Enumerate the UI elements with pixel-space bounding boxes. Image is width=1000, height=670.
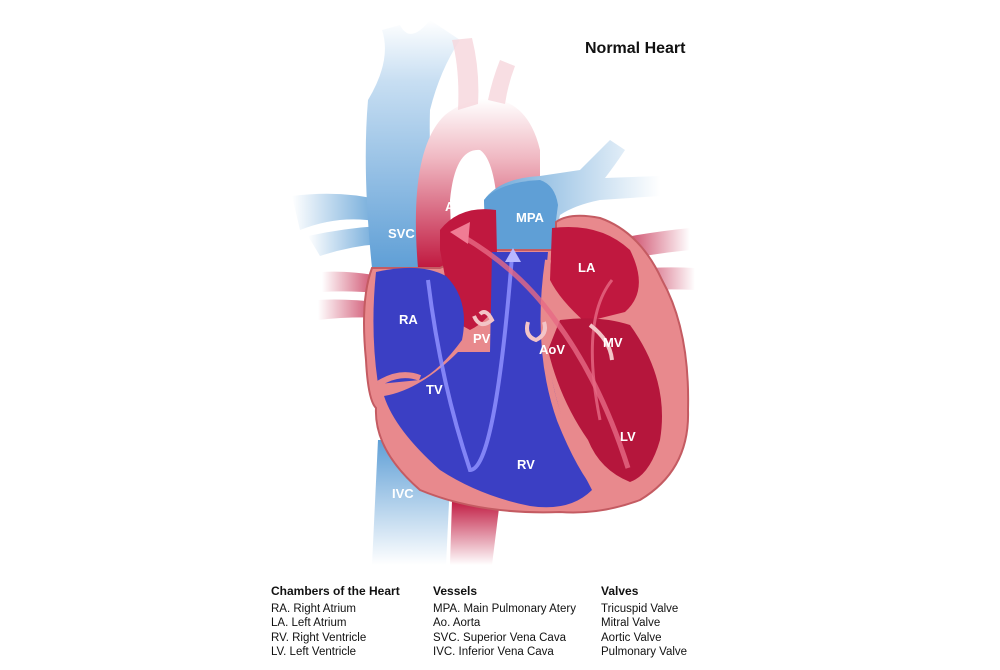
rv-to-pa-flow-arrow [426, 255, 514, 473]
rv-arrow-head [505, 248, 521, 262]
la-flow-curve [590, 279, 614, 421]
pulmonary-artery-trunk [484, 180, 558, 250]
legend-item: RA. Right Atrium [271, 603, 356, 616]
label-tv: TV [426, 382, 443, 397]
label-svc: SVC [388, 226, 415, 241]
label-pv: PV [473, 331, 491, 346]
legend-item: Ao. Aorta [433, 617, 481, 630]
legend-item: Pulmonary Valve [601, 645, 688, 658]
tricuspid-valve-shape [376, 372, 422, 387]
label-ivc: IVC [392, 486, 414, 501]
lv-to-ao-flow-arrow [460, 233, 631, 469]
label-mpa: MPA [516, 210, 545, 225]
label-la: LA [578, 260, 596, 275]
legend-item: Tricuspid Valve [601, 603, 679, 616]
pulmonary-valve-shape [472, 310, 495, 327]
label-mv: MV [603, 335, 623, 350]
left-ventricle-chamber [548, 318, 662, 482]
aortic-branches [452, 38, 515, 110]
legend-vessels: Vessels MPA. Main Pulmonary Atery Ao. Ao… [433, 584, 576, 659]
legend-vessels-heading: Vessels [433, 584, 478, 598]
left-atrium-chamber [550, 226, 639, 322]
legend-item: IVC. Inferior Vena Cava [433, 645, 554, 658]
legend-valves: Valves Tricuspid Valve Mitral Valve Aort… [601, 584, 687, 659]
legend-item: RV. Right Ventricle [271, 631, 367, 644]
legend-item: LA. Left Atrium [271, 617, 347, 630]
legend-chambers: Chambers of the Heart RA. Right Atrium L… [271, 584, 400, 659]
aortic-valve-shape [525, 321, 547, 343]
label-rv: RV [517, 457, 535, 472]
label-aov: AoV [539, 342, 565, 357]
legend-item: Aortic Valve [601, 631, 662, 644]
mitral-valve-shape [588, 323, 614, 361]
legend-item: Mitral Valve [601, 617, 661, 630]
left-pulmonary-artery-branch [292, 193, 380, 230]
descending-aorta [450, 500, 500, 565]
legend-valves-heading: Valves [601, 584, 639, 598]
ao-arrow-head [450, 222, 470, 244]
label-ra: RA [399, 312, 418, 327]
legend-item: SVC. Superior Vena Cava [433, 631, 566, 644]
left-pulmonary-artery-branch-lower [308, 226, 380, 256]
legend-item: MPA. Main Pulmonary Atery [433, 603, 576, 616]
right-ventricle-chamber [384, 252, 592, 508]
legend-item: LV. Left Ventricle [271, 645, 357, 658]
label-ao: Ao [445, 199, 462, 214]
diagram-title: Normal Heart [585, 40, 686, 57]
legend-chambers-heading: Chambers of the Heart [271, 584, 400, 598]
label-lv: LV [620, 429, 636, 444]
superior-vena-cava [365, 20, 460, 268]
